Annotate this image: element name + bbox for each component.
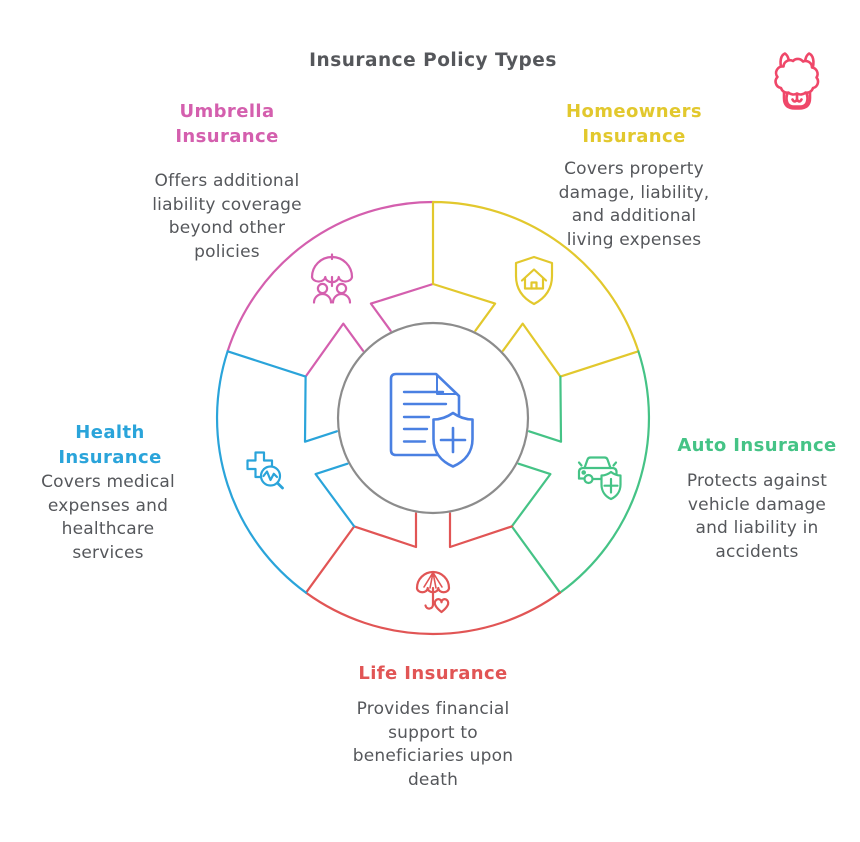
sector-description-auto: Protects against vehicle damage and liab…: [687, 470, 827, 564]
description-line: policies: [194, 241, 260, 262]
sector-heading-health: Health Insurance: [58, 420, 161, 470]
umbrella-heart-icon: [415, 570, 451, 614]
description-line: Provides financial: [356, 699, 510, 719]
sector-outline-auto: [510, 350, 651, 594]
page-title: Insurance Policy Types: [309, 50, 557, 71]
heading-line: Health: [75, 422, 145, 443]
description-line: Covers medical: [41, 472, 175, 492]
alpaca-strokes: [774, 52, 820, 110]
sector-heading-homeowners: Homeowners Insurance: [566, 99, 702, 149]
sector-outline-health: [215, 350, 356, 594]
heading-line: Homeowners: [565, 101, 703, 122]
description-line: liability coverage: [152, 194, 302, 215]
description-line: Covers property: [564, 159, 704, 179]
description-line: living expenses: [566, 229, 702, 250]
heading-line: Insurance: [175, 126, 279, 147]
sector-description-homeowners: Covers property damage, liability, and a…: [559, 158, 710, 252]
house-shield-icon: [514, 255, 554, 306]
sector-description-umbrella: Offers additional liability coverage bey…: [152, 170, 301, 264]
center-ring: [336, 321, 530, 515]
description-line: expenses and: [47, 495, 169, 516]
sector-outline-homeowners: [431, 200, 640, 378]
description-line: and liability in: [695, 518, 819, 538]
description-line: Protects against: [686, 471, 828, 491]
description-line: beneficiaries upon: [352, 746, 514, 766]
sector-description-life: Provides financial support to beneficiar…: [353, 698, 513, 792]
description-line: damage, liability,: [558, 182, 710, 203]
umbrella-people-icon: [310, 253, 354, 304]
description-line: death: [407, 769, 459, 790]
alpaca-logo-icon: [774, 52, 820, 110]
heading-line: Auto Insurance: [677, 435, 837, 456]
car-shield-icon: [577, 456, 622, 501]
description-line: Offers additional: [154, 171, 300, 191]
description-line: accidents: [715, 541, 799, 562]
heading-line: Insurance: [582, 126, 686, 147]
sector-heading-umbrella: Umbrella Insurance: [175, 99, 278, 149]
description-line: support to: [388, 722, 478, 743]
sector-outline-life: [304, 512, 562, 635]
sector-heading-life: Life Insurance: [358, 661, 507, 686]
medical-cross-magnifier-icon: [246, 451, 284, 490]
sector-heading-auto: Auto Insurance: [677, 433, 836, 458]
description-line: vehicle damage: [687, 494, 827, 515]
heading-line: Life Insurance: [358, 663, 508, 684]
sector-description-health: Covers medical expenses and healthcare s…: [41, 471, 175, 565]
sector-outline-umbrella: [226, 200, 435, 378]
description-line: services: [72, 542, 144, 563]
heading-line: Umbrella: [179, 101, 275, 122]
description-line: and additional: [571, 206, 697, 226]
policy-document-shield-icon: [389, 372, 474, 468]
heading-line: Insurance: [58, 447, 162, 468]
description-line: healthcare: [61, 519, 155, 539]
description-line: beyond other: [168, 218, 286, 238]
